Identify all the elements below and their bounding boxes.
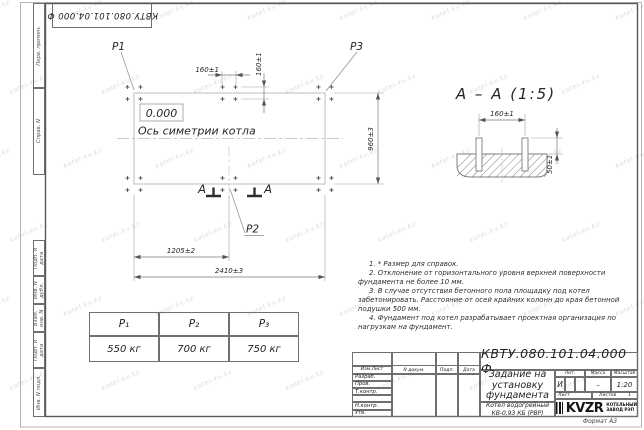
lit-cell-2 <box>565 377 575 392</box>
logo-text: KVZR <box>565 400 604 416</box>
section-letter-left: А <box>197 182 206 196</box>
note-1: 1. * Размер для справок. <box>369 260 459 268</box>
scale-value: 1:20 <box>611 377 638 392</box>
foundation-block-outline <box>456 153 548 178</box>
logo-bars-icon <box>556 402 563 414</box>
title-block: Изм.Лист N докум. Подп. Дата Разраб. Про… <box>352 346 638 417</box>
sheet-label: Лист <box>555 392 592 399</box>
sidebar-cell-podp-data-1: Подп. и дата <box>33 240 45 276</box>
lit-header: Лит. <box>555 370 585 377</box>
loads-value-p1: 550 кг <box>89 336 159 362</box>
section-cut-marks <box>206 187 262 198</box>
sig-col-data <box>458 373 480 417</box>
loads-value-p3: 750 кг <box>229 336 299 362</box>
doc-number-top-box: КВТУ.080.101.04.000 Ф <box>47 3 157 28</box>
plan-point-p1-label: P1 <box>112 41 125 53</box>
product-name: Котел водогрейный КВ-0,93 КБ (РВР) <box>480 402 555 417</box>
hatch-lines <box>456 153 548 178</box>
row-label-utv: Утв. <box>352 409 392 417</box>
doc-number: КВТУ.080.101.04.000 Ф <box>480 346 638 376</box>
dim-half-length: 1205±2 <box>167 247 196 255</box>
row-label-tkontr: Т.контр. <box>352 388 392 396</box>
loads-header-p1: P₁ <box>89 312 159 336</box>
sig-col-dokum <box>392 373 436 417</box>
col-header-podp: Подп. <box>436 352 458 374</box>
doc-number-top: КВТУ.080.101.04.000 Ф <box>46 10 158 20</box>
sidebar-cell-vzam-inv: Взам. инв. N <box>33 304 45 332</box>
sidebar-cell-perv-primen: Перв. примен. <box>33 3 45 88</box>
row-label-blank <box>352 395 392 403</box>
section-letter-right: А <box>263 182 272 196</box>
extension-lines <box>133 71 384 281</box>
loads-value-p2: 700 кг <box>159 336 229 362</box>
row-label-razrab: Разраб. <box>352 373 392 381</box>
col-header-data: Дата <box>458 352 480 374</box>
format-label: Формат А3 <box>582 418 618 425</box>
anchor-bolt-left <box>475 137 483 172</box>
col-header-n-dokum: N докум. <box>392 352 436 374</box>
section-title: А – А (1:5) <box>455 85 556 103</box>
note-4: 4. Фундамент под котел разрабатывает про… <box>358 313 616 331</box>
notes-block: 1. * Размер для справок. 2. Отклонение о… <box>358 260 638 332</box>
point-leaders <box>120 51 358 236</box>
section-view: А – А (1:5) 160±1 50±1 <box>455 85 563 183</box>
scale-header: Масштаб <box>611 370 638 377</box>
sidebar-cell-inv-podl: Инв. N подл. <box>33 368 45 417</box>
section-dim-bolt-spacing: 160±1 <box>490 110 514 118</box>
mass-header: Масса <box>585 370 611 377</box>
drawing-title: Задание на установку фундамента <box>480 369 555 402</box>
note-2: 2. Отклонение от горизонтального уровня … <box>358 268 606 286</box>
dim-bolt-spacing-v: 160±1 <box>255 52 263 76</box>
drawing-frame <box>20 2 642 428</box>
dim-height: 960±3 <box>367 127 375 151</box>
mass-value: – <box>585 377 611 392</box>
anchor-bolt-right <box>521 137 529 172</box>
axis-of-symmetry-label: Ось симетрии котла <box>138 125 256 138</box>
plan-point-p2-label: P2 <box>246 224 259 236</box>
sig-col-podp <box>436 373 458 417</box>
sidebar-cell-inv-dubl: Инв. N дубл. <box>33 276 45 304</box>
sidebar-cell-podp-data-2: Подп. и дата <box>33 332 45 368</box>
section-extension-lines <box>478 114 563 155</box>
company-name: КОТЕЛЬНЫЙ ЗАВОД РЭП <box>606 402 637 412</box>
sheets-cell: Листов 1 <box>592 392 638 399</box>
elevation-value: 0.000 <box>146 107 178 120</box>
loads-header-p3: P₃ <box>229 312 299 336</box>
note-3: 3. В случае отсутствия бетонного пола пл… <box>358 286 620 313</box>
row-label-nkontr: Н.контр. <box>352 402 392 410</box>
row-label-prov: Пров. <box>352 380 392 388</box>
sidebar-cell-sprav-n: Справ. N <box>33 88 45 175</box>
plan-point-p3-label: P3 <box>350 41 363 53</box>
plan-view: P1 P3 P2 0.000 Ось симетрии котла А А <box>112 41 384 281</box>
sheets-value: 1 <box>628 393 631 398</box>
loads-table: P₁ P₂ P₃ 550 кг 700 кг 750 кг <box>89 312 299 362</box>
revision-empty-col <box>352 352 392 367</box>
dimension-lines <box>134 73 379 278</box>
dim-full-length: 2410±3 <box>215 267 243 275</box>
section-dim-bolt-height: 50±1 <box>546 155 554 174</box>
company-logo-cell: KVZR КОТЕЛЬНЫЙ ЗАВОД РЭП <box>555 399 638 417</box>
lit-value: И <box>555 377 565 392</box>
loads-header-p2: P₂ <box>159 312 229 336</box>
lit-cell-3 <box>575 377 585 392</box>
sheets-label: Листов <box>599 393 617 398</box>
col-header-izm-list: Изм.Лист <box>352 366 392 374</box>
dim-bolt-spacing-h: 160±1 <box>195 66 219 74</box>
elevation-box <box>139 103 184 122</box>
